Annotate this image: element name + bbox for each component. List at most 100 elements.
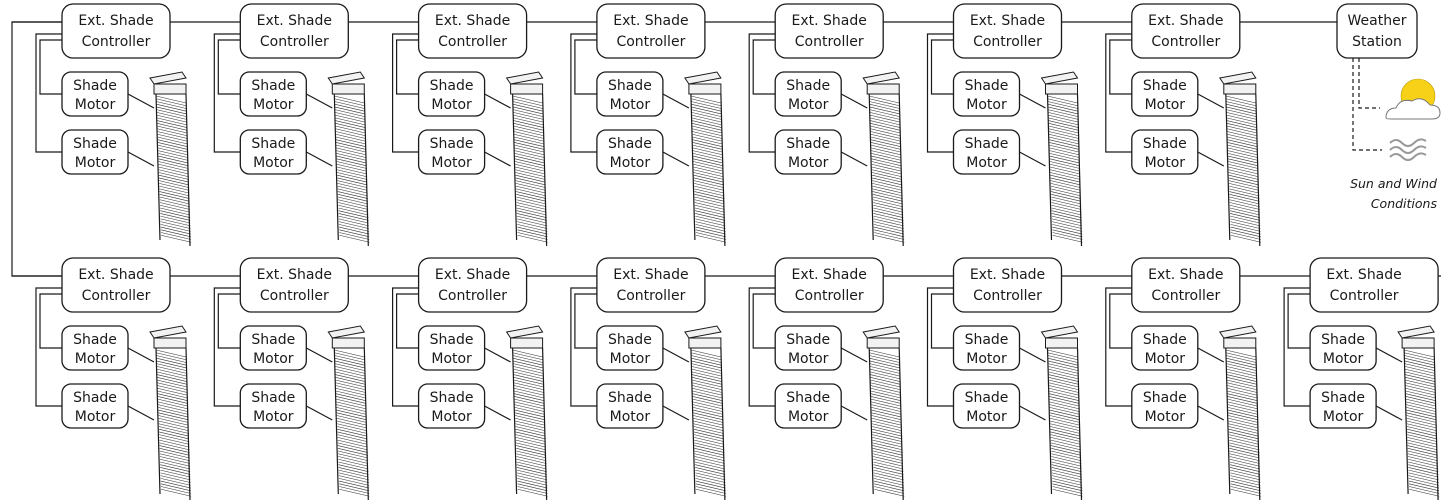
motor-label-line1: Shade xyxy=(1321,332,1365,348)
controller-label-line1: Ext. Shade xyxy=(78,267,153,283)
motor-label-line2: Motor xyxy=(966,97,1007,113)
motor-label-line1: Shade xyxy=(965,78,1009,94)
controller-units: Ext. ShadeControllerShadeMotorShadeMotor… xyxy=(35,3,1440,500)
motor-label-line2: Motor xyxy=(75,155,116,171)
weather-station-label-line1: Weather xyxy=(1348,13,1407,29)
motor-label-line1: Shade xyxy=(251,136,295,152)
shade-blind-icon xyxy=(1218,71,1261,247)
ext-shade-controller-box xyxy=(596,3,706,59)
motor-label-line2: Motor xyxy=(966,155,1007,171)
weather-station-label-line2: Station xyxy=(1352,34,1402,50)
motor-label-line1: Shade xyxy=(786,332,830,348)
shade-blind-icon xyxy=(862,71,905,247)
controller-label-line2: Controller xyxy=(1330,288,1399,304)
ext-shade-controller-box xyxy=(1131,257,1241,313)
controller-label-line1: Ext. Shade xyxy=(970,13,1045,29)
ext-shade-controller-box xyxy=(774,257,884,313)
ext-shade-controller-box xyxy=(61,257,171,313)
motor-label-line2: Motor xyxy=(1145,97,1186,113)
motor-label-line2: Motor xyxy=(788,97,829,113)
controller-label-line1: Ext. Shade xyxy=(792,13,867,29)
motor-label-line1: Shade xyxy=(73,390,117,406)
motor-label-line1: Shade xyxy=(251,78,295,94)
controller-label-line1: Ext. Shade xyxy=(970,267,1045,283)
shade-blind-icon xyxy=(149,71,192,247)
controller-label-line1: Ext. Shade xyxy=(435,267,510,283)
motor-label-line2: Motor xyxy=(75,97,116,113)
motor-label-line1: Shade xyxy=(608,78,652,94)
motor-label-line2: Motor xyxy=(75,351,116,367)
motor-label-line2: Motor xyxy=(966,351,1007,367)
motor-label-line1: Shade xyxy=(430,136,474,152)
motor-label-line2: Motor xyxy=(253,409,294,425)
motor-label-line1: Shade xyxy=(1143,78,1187,94)
wind-icon xyxy=(1389,138,1427,161)
ext-shade-controller-box xyxy=(1309,257,1439,313)
controller-label-line2: Controller xyxy=(438,34,507,50)
motor-label-line2: Motor xyxy=(253,97,294,113)
shade-blind-icon xyxy=(684,325,727,500)
controller-label-line2: Controller xyxy=(260,34,329,50)
motor-label-line2: Motor xyxy=(610,97,651,113)
ext-shade-controller-box xyxy=(61,3,171,59)
controller-label-line2: Controller xyxy=(616,288,685,304)
motor-label-line1: Shade xyxy=(965,332,1009,348)
controller-label-line1: Ext. Shade xyxy=(257,13,332,29)
motor-label-line1: Shade xyxy=(965,136,1009,152)
motor-label-line1: Shade xyxy=(73,332,117,348)
controller-label-line1: Ext. Shade xyxy=(613,267,688,283)
motor-label-line1: Shade xyxy=(1143,390,1187,406)
motor-label-line2: Motor xyxy=(253,155,294,171)
shade-blind-icon xyxy=(327,325,370,500)
controller-label-line1: Ext. Shade xyxy=(1148,267,1223,283)
sun-wind-note-line1: Sun and Wind xyxy=(1350,176,1437,191)
bus-wiring xyxy=(11,21,1441,277)
motor-label-line2: Motor xyxy=(1145,155,1186,171)
motor-label-line2: Motor xyxy=(431,155,472,171)
controller-label-line2: Controller xyxy=(973,288,1042,304)
motor-label-line2: Motor xyxy=(1323,351,1364,367)
shade-blind-icon xyxy=(1040,325,1083,500)
motor-label-line2: Motor xyxy=(431,409,472,425)
sun-wind-note-line2: Conditions xyxy=(1371,196,1438,211)
ext-shade-controller-box xyxy=(239,3,349,59)
motor-label-line2: Motor xyxy=(788,409,829,425)
motor-label-line1: Shade xyxy=(608,332,652,348)
controller-label-line1: Ext. Shade xyxy=(613,13,688,29)
shade-blind-icon xyxy=(505,325,548,500)
sun-sensor-link xyxy=(1358,58,1380,109)
motor-label-line2: Motor xyxy=(610,409,651,425)
motor-label-line2: Motor xyxy=(1323,409,1364,425)
shade-blind-icon xyxy=(862,325,905,500)
ext-shade-controller-box xyxy=(952,257,1063,313)
motor-label-line1: Shade xyxy=(251,332,295,348)
wind-sensor-link xyxy=(1352,58,1382,151)
shade-blind-icon xyxy=(1397,325,1440,500)
controller-label-line1: Ext. Shade xyxy=(792,267,867,283)
motor-label-line1: Shade xyxy=(786,136,830,152)
motor-label-line1: Shade xyxy=(430,390,474,406)
motor-label-line1: Shade xyxy=(1143,332,1187,348)
ext-shade-controller-box xyxy=(1131,3,1241,59)
controller-label-line2: Controller xyxy=(1151,288,1220,304)
controller-label-line2: Controller xyxy=(438,288,507,304)
ext-shade-controller-box xyxy=(596,257,706,313)
motor-label-line1: Shade xyxy=(73,78,117,94)
motor-label-line1: Shade xyxy=(1143,136,1187,152)
motor-label-line1: Shade xyxy=(608,136,652,152)
motor-label-line1: Shade xyxy=(786,78,830,94)
controller-label-line1: Ext. Shade xyxy=(435,13,510,29)
controller-label-line1: Ext. Shade xyxy=(78,13,153,29)
ext-shade-controller-box xyxy=(239,257,349,313)
shade-blind-icon xyxy=(1040,71,1083,247)
motor-label-line2: Motor xyxy=(431,351,472,367)
